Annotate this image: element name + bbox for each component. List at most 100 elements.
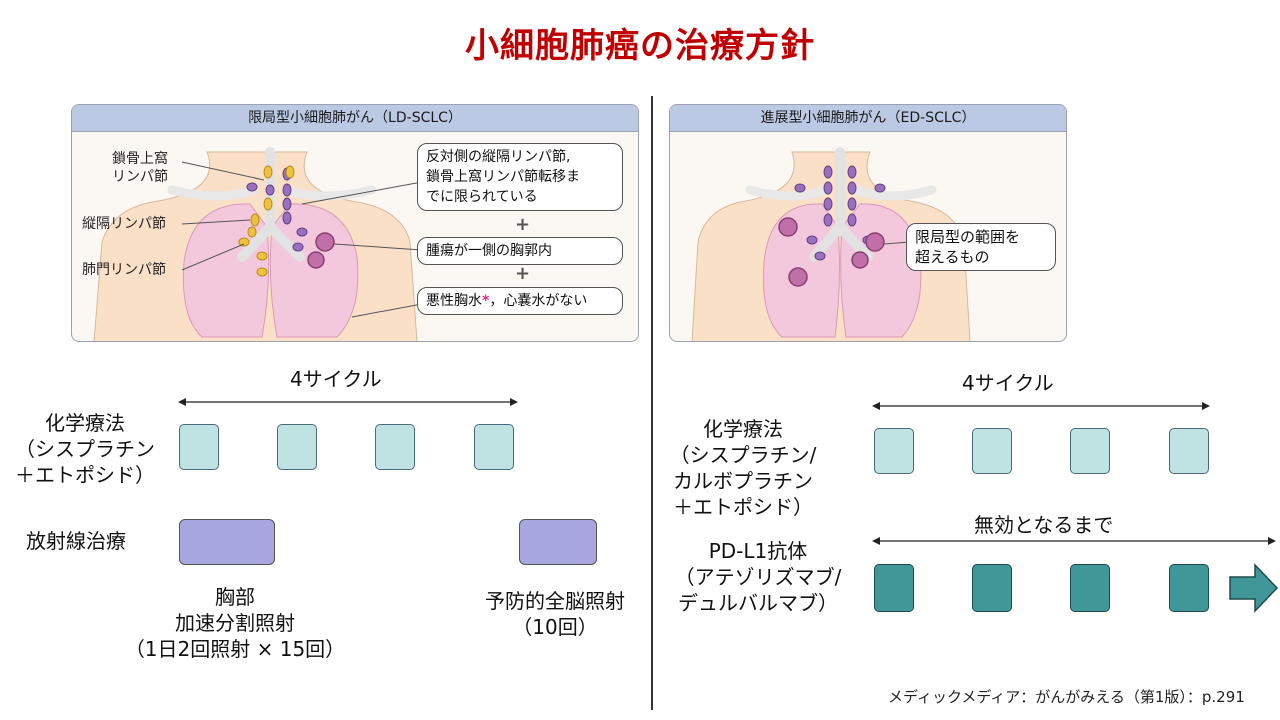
ld-lymph-node xyxy=(263,197,273,211)
ed-pdl1-cycle-2 xyxy=(972,564,1012,612)
ld-chest-radiation-box xyxy=(179,519,275,565)
ld-lymph-node xyxy=(246,182,258,192)
ld-chest-radiation-line3: （1日2回照射 × 15回） xyxy=(124,637,346,661)
plus-sign-2: + xyxy=(515,263,531,284)
ed-lymph-node xyxy=(847,213,857,227)
ld-lymph-node xyxy=(282,197,292,211)
hilar-node-label: 肺門リンパ節 xyxy=(82,262,166,278)
ld-callout-lymph-range-line3: でに限られている xyxy=(426,189,538,205)
ld-lymph-node xyxy=(250,213,260,227)
ld-lymph-node xyxy=(238,237,250,247)
ld-callout-effusion-pre: 悪性胸水 xyxy=(426,293,482,309)
ld-chemo-label: 化学療法 （シスプラチン ＋エトポシド） xyxy=(10,410,160,488)
ed-pdl1-label-line1: PD-L1抗体 xyxy=(708,539,808,563)
ed-until-ineffective-arrow xyxy=(872,537,1276,545)
ed-chemo-cycle-4 xyxy=(1169,428,1209,474)
ld-callout-lymph-range-line1: 反対側の縦隔リンパ節, xyxy=(426,149,571,165)
ld-lymph-node xyxy=(285,165,295,179)
ed-tumor xyxy=(778,217,798,237)
ld-radiation-label: 放射線治療 xyxy=(26,529,126,553)
ed-lymph-node xyxy=(847,197,857,211)
ed-callout-beyond-ld-line2: 超えるもの xyxy=(915,248,990,266)
ed-chemo-cycle-3 xyxy=(1070,428,1110,474)
supraclavicular-node-label-line2: リンパ節 xyxy=(112,169,168,185)
ed-lymph-node xyxy=(814,251,826,261)
ed-pdl1-continue-arrow-icon xyxy=(1229,563,1279,613)
source-credit: メディックメディア：がんがみえる（第1版）：p.291 xyxy=(888,688,1245,706)
mediastinal-node-label: 縦隔リンパ節 xyxy=(82,216,166,232)
ed-chemo-label-line1: 化学療法 xyxy=(703,417,783,441)
ed-tumor xyxy=(865,232,885,252)
ed-pdl1-label-line2: （アテゾリズマブ/ xyxy=(674,565,842,589)
ld-diagram-panel: 限局型小細胞肺がん（LD-SCLC） xyxy=(71,104,639,342)
ed-chemo-cycle-2 xyxy=(972,428,1012,474)
ed-cycles-label: 4サイクル xyxy=(962,371,1054,395)
ed-pdl1-cycle-3 xyxy=(1070,564,1110,612)
ed-lymph-node xyxy=(874,183,886,193)
ld-pci-line2: （10回） xyxy=(512,615,598,639)
ld-chest-radiation-line1: 胸部 xyxy=(215,585,255,609)
ed-chemo-label-line4: ＋エトポシド） xyxy=(673,495,813,519)
ed-lymph-node xyxy=(806,235,818,245)
ed-lymph-node xyxy=(823,213,833,227)
ld-callout-effusion-star: * xyxy=(482,293,490,309)
ld-tumor xyxy=(315,232,335,252)
ed-lymph-node xyxy=(823,197,833,211)
ld-lymph-node xyxy=(263,165,273,179)
ld-chest-radiation-line2: 加速分割照射 xyxy=(175,611,295,635)
ld-tumor xyxy=(307,251,325,269)
ed-callout-beyond-ld-line1: 限局型の範囲を xyxy=(915,228,1021,246)
page-title: 小細胞肺癌の治療方針 xyxy=(465,26,815,66)
ed-chemo-cycle-1 xyxy=(874,428,914,474)
ld-chemo-label-line3: ＋エトポシド） xyxy=(15,463,155,487)
ld-chemo-cycle-4 xyxy=(474,424,514,470)
ed-until-ineffective-label: 無効となるまで xyxy=(974,513,1114,537)
ld-cycles-arrow xyxy=(178,398,518,406)
ld-chemo-cycle-1 xyxy=(179,424,219,470)
ed-pdl1-cycle-4 xyxy=(1169,564,1209,612)
ld-cycles-label: 4サイクル xyxy=(290,367,382,391)
ld-callout-lymph-range: 反対側の縦隔リンパ節, 鎖骨上窩リンパ節転移ま でに限られている xyxy=(417,143,623,211)
ld-lymph-node xyxy=(282,183,292,197)
ld-lymph-node xyxy=(292,242,304,252)
ld-callout-effusion: 悪性胸水*，心嚢水がない xyxy=(417,287,623,315)
center-divider xyxy=(651,96,653,710)
supraclavicular-node-label: 鎖骨上窩 リンパ節 xyxy=(112,150,168,186)
ed-pdl1-label-line3: デュルバルマブ） xyxy=(678,591,838,615)
ed-cycles-arrow xyxy=(872,402,1210,410)
ld-pci-line1: 予防的全脳照射 xyxy=(485,589,625,613)
ld-chemo-label-line1: 化学療法 xyxy=(45,411,125,435)
ed-lymph-node xyxy=(847,181,857,195)
plus-sign-1: + xyxy=(515,214,531,235)
ld-pci-box xyxy=(519,519,597,565)
ld-lymph-node xyxy=(296,227,308,237)
ld-lymph-node xyxy=(265,184,275,196)
supraclavicular-node-label-line1: 鎖骨上窩 xyxy=(112,151,168,167)
ld-lymph-node xyxy=(256,251,268,261)
ld-lymph-node xyxy=(282,211,292,225)
ed-lymph-node xyxy=(794,183,806,193)
ed-lymph-node xyxy=(847,165,857,179)
ld-lymph-node xyxy=(247,226,257,238)
ld-pci-label: 予防的全脳照射 （10回） xyxy=(465,588,645,640)
ed-chemo-label-line3: カルボプラチン xyxy=(673,469,813,493)
ld-chest-radiation-label: 胸部 加速分割照射 （1日2回照射 × 15回） xyxy=(110,584,360,662)
ld-panel-header: 限局型小細胞肺がん（LD-SCLC） xyxy=(72,105,638,132)
ld-callout-effusion-post: ，心嚢水がない xyxy=(489,293,588,309)
ed-chemo-label: 化学療法 （シスプラチン/ カルボプラチン ＋エトポシド） xyxy=(666,416,820,520)
ld-chemo-cycle-2 xyxy=(277,424,317,470)
ld-anatomy-illustration xyxy=(93,147,423,341)
ld-callout-lymph-range-line2: 鎖骨上窩リンパ節転移ま xyxy=(426,169,580,185)
ed-tumor xyxy=(851,251,869,269)
ed-pdl1-label: PD-L1抗体 （アテゾリズマブ/ デュルバルマブ） xyxy=(666,538,850,616)
ed-pdl1-cycle-1 xyxy=(874,564,914,612)
ed-callout-beyond-ld: 限局型の範囲を 超えるもの xyxy=(906,223,1056,271)
ed-anatomy-illustration xyxy=(691,147,971,341)
ld-callout-one-side: 腫瘍が一側の胸郭内 xyxy=(417,237,623,265)
ed-lymph-node xyxy=(823,181,833,195)
ed-tumor xyxy=(788,267,808,287)
ed-diagram-panel: 進展型小細胞肺がん（ED-SCLC） xyxy=(669,104,1067,342)
ld-chemo-cycle-3 xyxy=(375,424,415,470)
ed-lymph-node xyxy=(823,165,833,179)
ld-lymph-node xyxy=(256,267,268,277)
